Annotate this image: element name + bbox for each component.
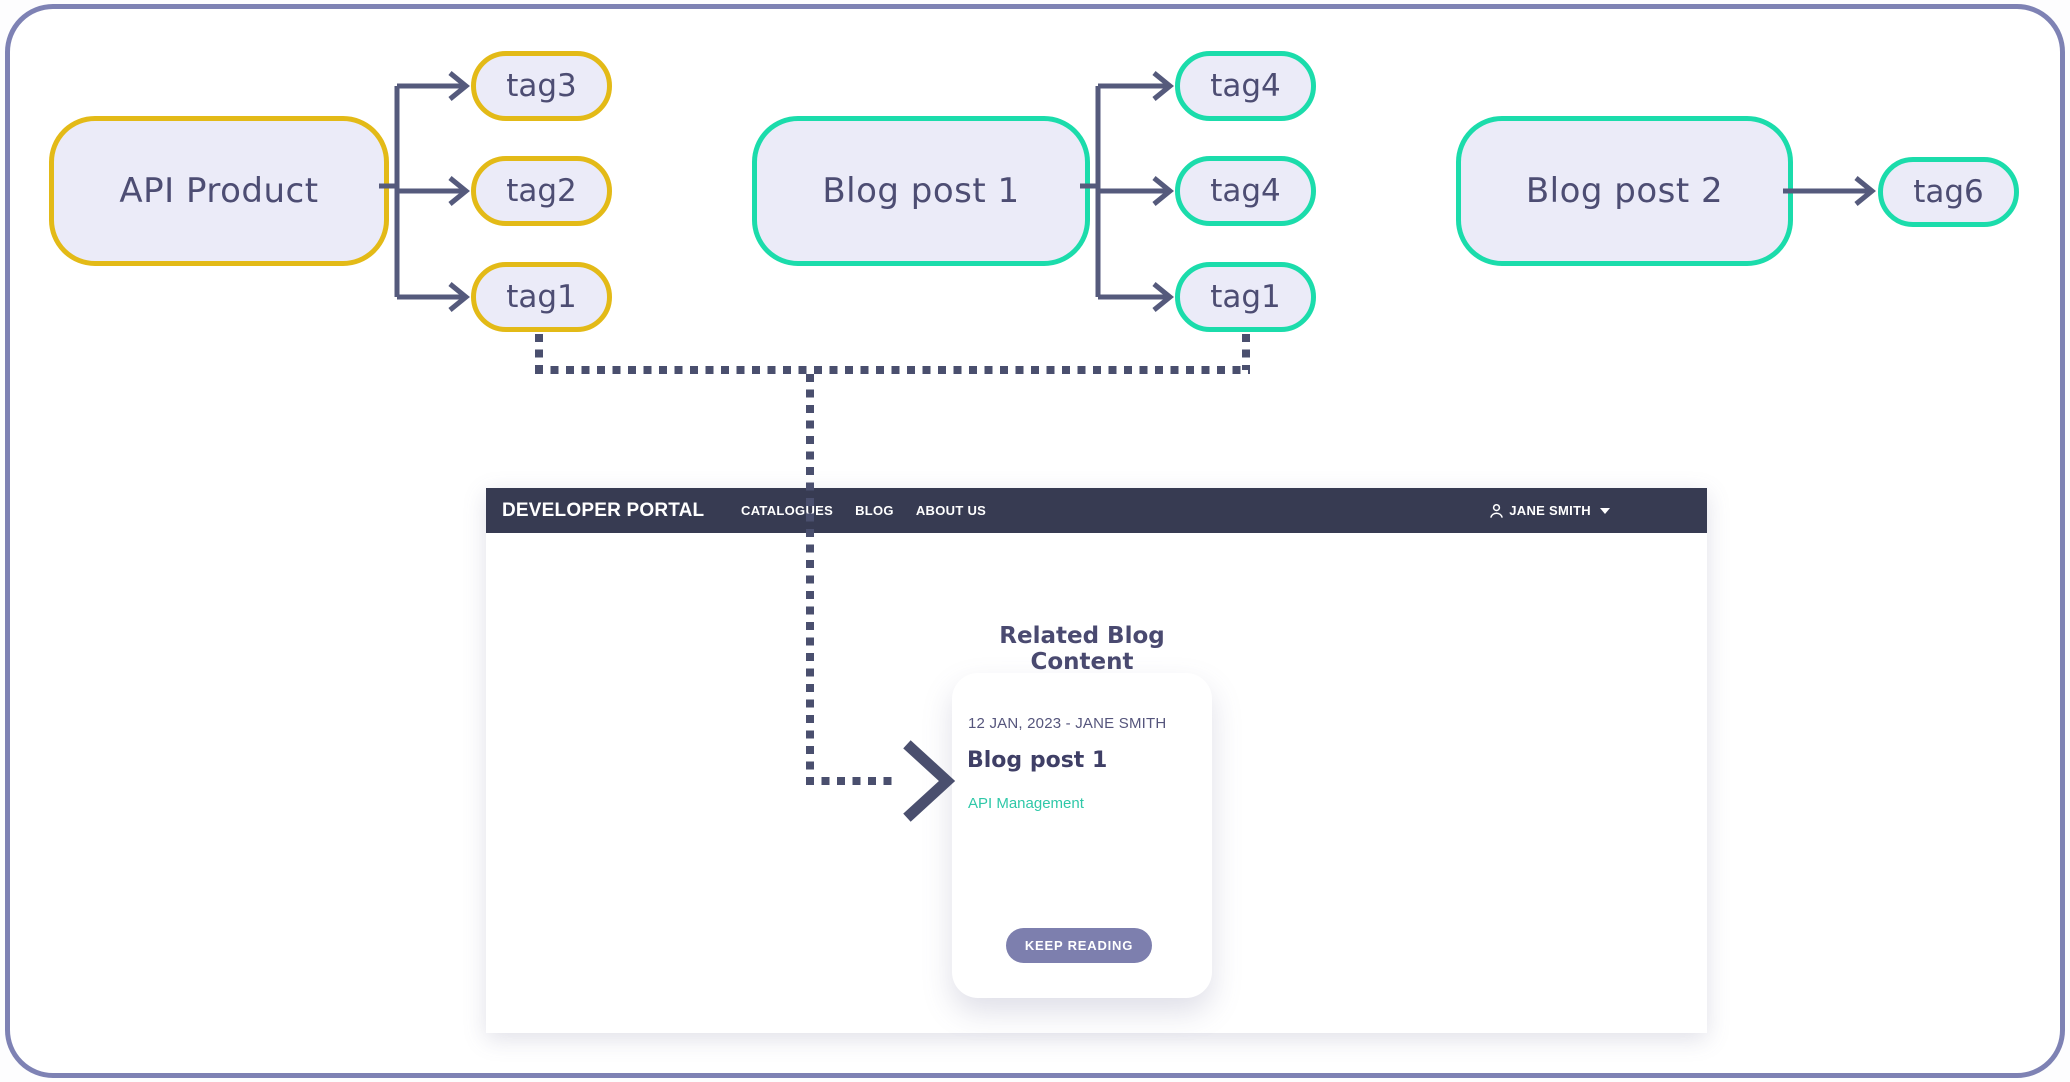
tag-pill-label: tag1 [1210, 279, 1281, 315]
blog-card-category-link[interactable]: API Management [968, 795, 1084, 812]
tag-pill-tag6: tag6 [1878, 157, 2019, 227]
node-blog-post-2: Blog post 2 [1456, 116, 1793, 266]
blog-card[interactable]: 12 JAN, 2023 - JANE SMITH Blog post 1 AP… [952, 673, 1212, 998]
portal-brand: DEVELOPER PORTAL [502, 499, 705, 521]
nav-item-catalogues[interactable]: CATALOGUES [741, 503, 834, 518]
user-icon [1490, 503, 1504, 518]
user-menu[interactable]: JANE SMITH [1489, 488, 1610, 533]
portal-body: Related Blog Content 12 JAN, 2023 - JANE… [486, 533, 1707, 1033]
node-blog-post-2-label: Blog post 2 [1525, 171, 1724, 211]
tag-pill-tag4-a: tag4 [1175, 51, 1316, 121]
tag-pill-tag1-yellow: tag1 [471, 262, 612, 332]
nav-item-about-us[interactable]: ABOUT US [915, 503, 987, 518]
tag-pill-label: tag6 [1913, 174, 1984, 210]
tag-pill-label: tag4 [1210, 173, 1281, 209]
portal-navbar: DEVELOPER PORTAL CATALOGUES BLOG ABOUT U… [486, 488, 1707, 533]
blog-card-title: Blog post 1 [967, 748, 1108, 773]
node-blog-post-1: Blog post 1 [752, 116, 1090, 266]
tag-pill-tag4-b: tag4 [1175, 156, 1316, 226]
tag-pill-tag1-teal: tag1 [1175, 262, 1316, 332]
tag-pill-label: tag4 [1210, 68, 1281, 104]
user-name: JANE SMITH [1509, 503, 1591, 518]
chevron-down-icon [1600, 507, 1610, 514]
portal-nav: CATALOGUES BLOG ABOUT US [741, 488, 986, 533]
nav-item-blog[interactable]: BLOG [855, 503, 894, 518]
related-blog-heading: Related Blog Content [999, 623, 1165, 675]
blog-card-meta: 12 JAN, 2023 - JANE SMITH [968, 715, 1167, 732]
tag-pill-label: tag2 [506, 173, 577, 209]
node-api-product-label: API Product [119, 171, 319, 211]
tag-pill-label: tag1 [506, 279, 577, 315]
node-api-product: API Product [49, 116, 389, 266]
developer-portal-mockup: DEVELOPER PORTAL CATALOGUES BLOG ABOUT U… [486, 488, 1707, 1033]
tag-pill-tag2: tag2 [471, 156, 612, 226]
node-blog-post-1-label: Blog post 1 [822, 171, 1020, 211]
tag-pill-tag3: tag3 [471, 51, 612, 121]
tag-pill-label: tag3 [506, 68, 577, 104]
keep-reading-button[interactable]: KEEP READING [1006, 928, 1152, 963]
